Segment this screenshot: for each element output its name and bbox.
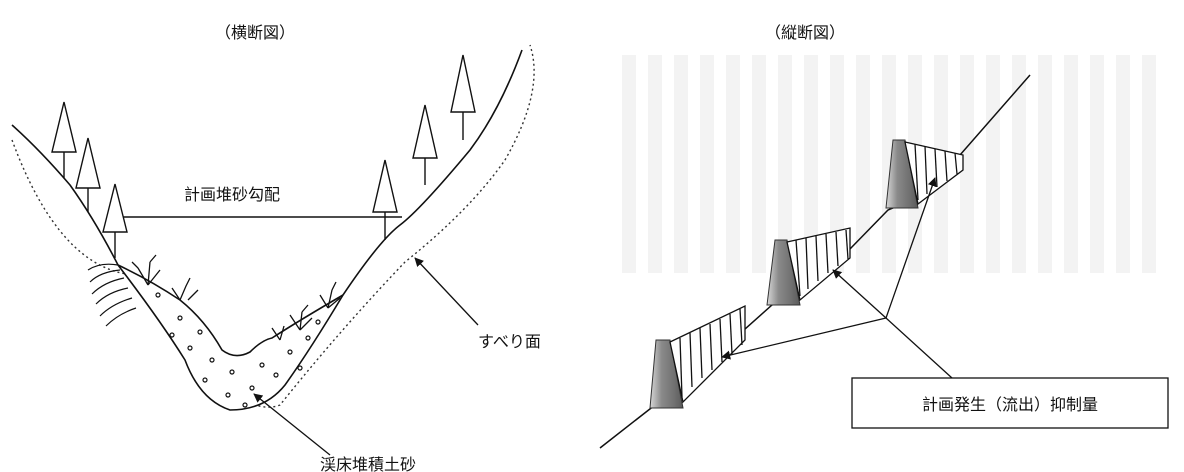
bed-sediment-deposit (117, 264, 344, 411)
bank-hatching (87, 263, 137, 327)
slip-surface-arrow (414, 257, 479, 326)
sediment-wedge-lower (669, 304, 746, 404)
control-volume-label: 計画発生（流出）抑制量 (922, 395, 1098, 414)
sediment-dots (155, 292, 321, 408)
cross-section-panel: （横断図） (11, 23, 541, 472)
check-dam-middle (766, 227, 851, 306)
sediment-wedge-middle (786, 227, 851, 302)
volume-pointer-arrows (721, 177, 953, 379)
bed-sediment-arrow (253, 393, 331, 456)
check-dam-lower (649, 304, 746, 409)
tree-icon (51, 101, 128, 258)
planned-slope-label: 計画堆砂勾配 (184, 185, 280, 204)
valley-slope-right (342, 49, 523, 296)
longitudinal-section-title: （縦断図） (765, 23, 845, 42)
grass-tufts (131, 254, 341, 341)
cross-section-title: （横断図） (215, 23, 295, 42)
tree-icon (372, 54, 476, 240)
longitudinal-section-panel: （縦断図） (599, 23, 1169, 449)
background-stripes (622, 55, 1156, 273)
bed-sediment-label: 渓床堆積土砂 (320, 455, 416, 472)
valley-slope-left (11, 124, 119, 266)
sediment-wedge-upper (904, 141, 964, 206)
control-volume-box (851, 377, 1169, 429)
slip-surface-label: すべり面 (478, 332, 541, 351)
check-dam-upper (885, 139, 964, 209)
